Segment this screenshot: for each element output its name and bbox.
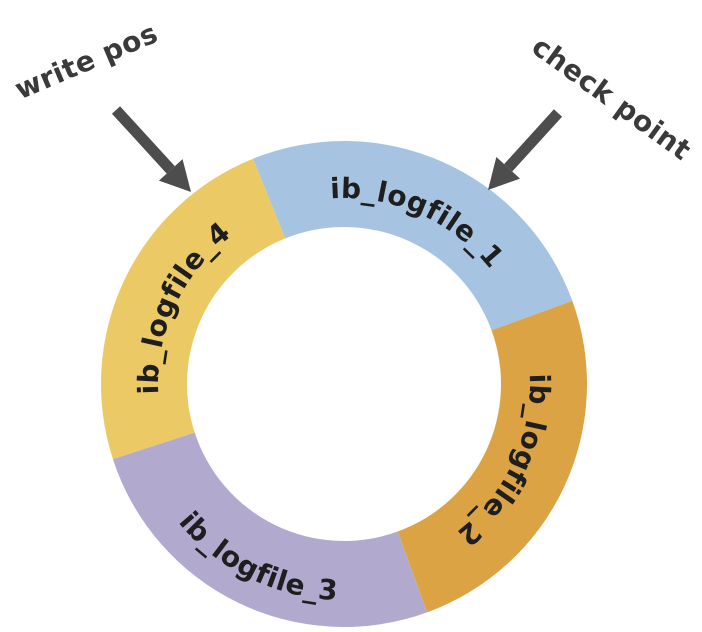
- segment-ib_logfile_3: [112, 432, 428, 628]
- segment-ib_logfile_1: [252, 141, 573, 331]
- annotation-label-check-point: check point: [526, 30, 698, 167]
- annotation-label-write-pos: write pos: [10, 16, 163, 106]
- annotation-arrowhead: [158, 159, 191, 192]
- segment-ib_logfile_4: [101, 158, 286, 460]
- segment-ib_logfile_2: [397, 300, 587, 613]
- annotation-arrowhead: [488, 157, 521, 190]
- annotation-arrow-shaft: [111, 106, 175, 174]
- annotation-arrow-shaft: [504, 109, 563, 172]
